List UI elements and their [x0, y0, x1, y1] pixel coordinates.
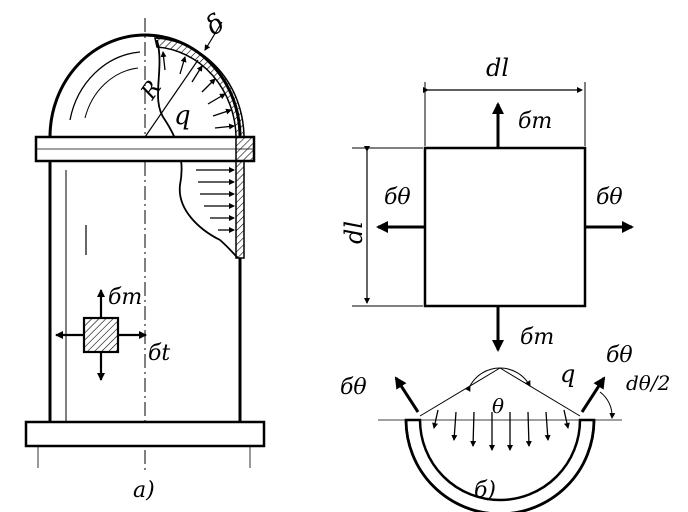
arc-sigma-right-label: бθ — [606, 343, 633, 368]
cylinder-wall-section — [235, 159, 245, 259]
flange-section — [235, 136, 255, 162]
thickness-label: δ — [200, 8, 230, 42]
ring-outer-arc — [404, 418, 596, 512]
half-angle-label: dθ/2 — [626, 371, 670, 395]
thickness-leader — [204, 21, 223, 51]
sigma-t-label: бt — [148, 341, 170, 366]
height-label: dl — [340, 221, 368, 244]
dome-wall-section — [154, 37, 245, 138]
break-line — [156, 39, 239, 259]
sigma-m-top-label: бm — [518, 109, 552, 134]
wall-stress-arrows — [55, 289, 147, 381]
radius-line — [144, 59, 199, 138]
sigma-theta-left-label: бθ — [384, 185, 411, 210]
stress-element — [423, 146, 587, 308]
caption-a: а) — [133, 478, 155, 503]
sigma-m-label: бm — [108, 285, 142, 310]
dome-highlight-arc — [69, 51, 141, 121]
theta-label: θ — [492, 394, 504, 418]
wall-stress-element — [82, 316, 120, 354]
ring-pressure-label: q — [560, 360, 575, 388]
ring-pressure-arrows — [432, 409, 570, 451]
vessel-drawing: δ R q бm бt а) — [24, 8, 266, 503]
cylinder-pressure-arrows — [196, 167, 235, 233]
ring-segment — [378, 367, 622, 512]
theta-arc — [464, 367, 531, 392]
ring-hoop-arrows — [394, 376, 606, 413]
ring-radius-line — [419, 367, 501, 417]
ring-radius-line — [499, 367, 581, 417]
half-angle-arc — [599, 391, 616, 419]
dome-highlight-arc — [84, 67, 139, 119]
sigma-m-bottom-label: бm — [520, 325, 554, 350]
width-label: dl — [486, 54, 509, 82]
element-stress-arrows — [376, 102, 634, 352]
sigma-theta-right-label: бθ — [596, 185, 623, 210]
arc-sigma-left-label: бθ — [340, 375, 367, 400]
base-plate — [24, 420, 266, 448]
caption-b: б) — [474, 478, 496, 503]
pressure-label: q — [174, 101, 191, 131]
element-drawing: dl dl бm бm бθ бθ бθ бθ q θ dθ/2 б) — [340, 54, 670, 512]
dome-pressure-arrows — [160, 51, 235, 130]
radius-label: R — [136, 76, 167, 105]
